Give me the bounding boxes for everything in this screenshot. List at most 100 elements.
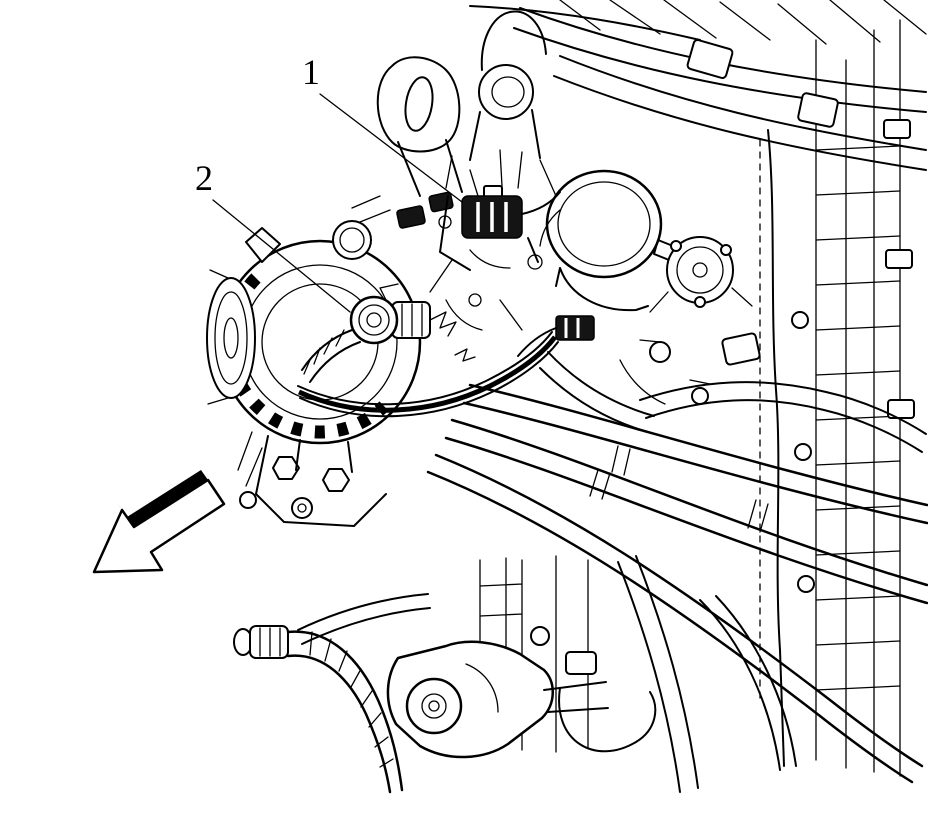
lower-bracket-bolt-hole (297, 503, 307, 513)
main-hose-3 (426, 453, 924, 784)
main-hose-2 (444, 418, 928, 605)
bolt-hex (272, 456, 300, 480)
lower-center-structure (479, 555, 597, 753)
connector-1 (439, 185, 561, 271)
detail-circle (468, 293, 482, 307)
cap-neck (480, 10, 547, 71)
mount-bushing-center (428, 700, 440, 712)
block-boss (883, 119, 911, 139)
harness-edges (297, 331, 559, 418)
connector-2 (301, 283, 431, 383)
bracket-arms (397, 139, 463, 197)
bolt-hex (322, 468, 350, 492)
sensor-grooves (564, 318, 580, 338)
throttle-body (517, 169, 753, 357)
squiggles (429, 149, 561, 362)
vertical-hoses (617, 555, 699, 793)
callout-1-leader-line (319, 93, 463, 203)
oval-slot-bracket (351, 56, 463, 229)
connector-2-body-ribs (401, 303, 423, 337)
callout-2-leader-line (212, 199, 351, 313)
hose-lower-right (699, 595, 797, 771)
detail-circle (649, 341, 671, 363)
callout-1: 1 (302, 52, 463, 203)
connector-1-bracket (439, 195, 539, 271)
hose-fitting-ribs (259, 627, 281, 657)
top-hatching (559, 0, 927, 45)
connector-2-latch (379, 283, 399, 301)
mount-bushing-inner (421, 693, 447, 719)
connector-2-terminal (366, 312, 382, 328)
main-hoses (426, 381, 928, 793)
mount-bracket (386, 640, 609, 759)
callout-2: 2 (195, 158, 351, 313)
small-connector-block (396, 205, 426, 229)
hose-fitting (686, 39, 734, 79)
hose-fitting (797, 92, 839, 128)
cap-circle (478, 64, 534, 120)
hose-branch (297, 593, 431, 645)
corrugation-ticks (309, 631, 394, 768)
small-bolt (239, 491, 257, 509)
center-detail-squiggles (429, 149, 561, 362)
arrow-3d-band (115, 470, 208, 527)
actuator-bolt (720, 244, 732, 256)
block-horizontal-ribs (815, 145, 901, 691)
block-contour (767, 129, 785, 767)
actuator-hub (692, 262, 708, 278)
block-bolt (797, 575, 815, 593)
lower-bolt (530, 626, 550, 646)
actuator-bolt (670, 240, 682, 252)
lower-boss (565, 651, 597, 675)
front-direction-arrow-icon (92, 470, 226, 574)
mount-bushing-outer (405, 677, 463, 735)
engine-block-right (759, 19, 915, 777)
throttle-base (555, 267, 649, 312)
block-boss (887, 399, 915, 419)
small-connector-block (428, 191, 454, 213)
bracket-slot (404, 76, 434, 132)
lower-left-hose (233, 593, 431, 794)
lower-bracket-bolt (291, 497, 313, 519)
hose-fitting-body (249, 625, 289, 659)
hose-clamps (589, 445, 769, 533)
mount-detail (465, 663, 499, 713)
under-throttle-hose (539, 351, 655, 433)
pulley-hub (223, 317, 239, 359)
connector-1-wire (521, 191, 561, 215)
connector-2-inner (358, 304, 390, 336)
detail-boss (721, 332, 761, 366)
block-vertical-ribs (815, 19, 901, 777)
connector-2-ring (349, 295, 399, 345)
throttle-bore-outer (545, 169, 663, 279)
main-hose-1 (462, 383, 928, 525)
pulley-mid (214, 291, 248, 385)
connector-2-loom-ribs (303, 329, 345, 375)
throttle-bore-inner (557, 181, 651, 267)
actuator-bolt (694, 296, 706, 308)
mount-arms (543, 681, 609, 713)
belt-lines (207, 269, 263, 487)
block-bolt (791, 311, 809, 329)
hose-c (469, 5, 701, 41)
hose-b (553, 55, 927, 171)
alternator (206, 220, 422, 527)
mount-ear-hole (339, 227, 365, 253)
callout-2-label: 2 (195, 158, 213, 198)
branch-hose-upper (639, 381, 927, 453)
sensor-wire (517, 327, 557, 357)
cap-inner (491, 76, 525, 108)
actuator-mid (676, 246, 724, 294)
block-boss (885, 249, 913, 269)
callout-1-label: 1 (302, 52, 320, 92)
cap-supports (469, 109, 541, 161)
connector-1-grooves (476, 202, 508, 232)
top-cap (469, 10, 547, 161)
harness-core (297, 335, 557, 413)
wiring-harness (297, 331, 559, 418)
mount-ear-outer (332, 220, 372, 260)
block-bolt (794, 443, 812, 461)
detail-lines (619, 339, 711, 405)
